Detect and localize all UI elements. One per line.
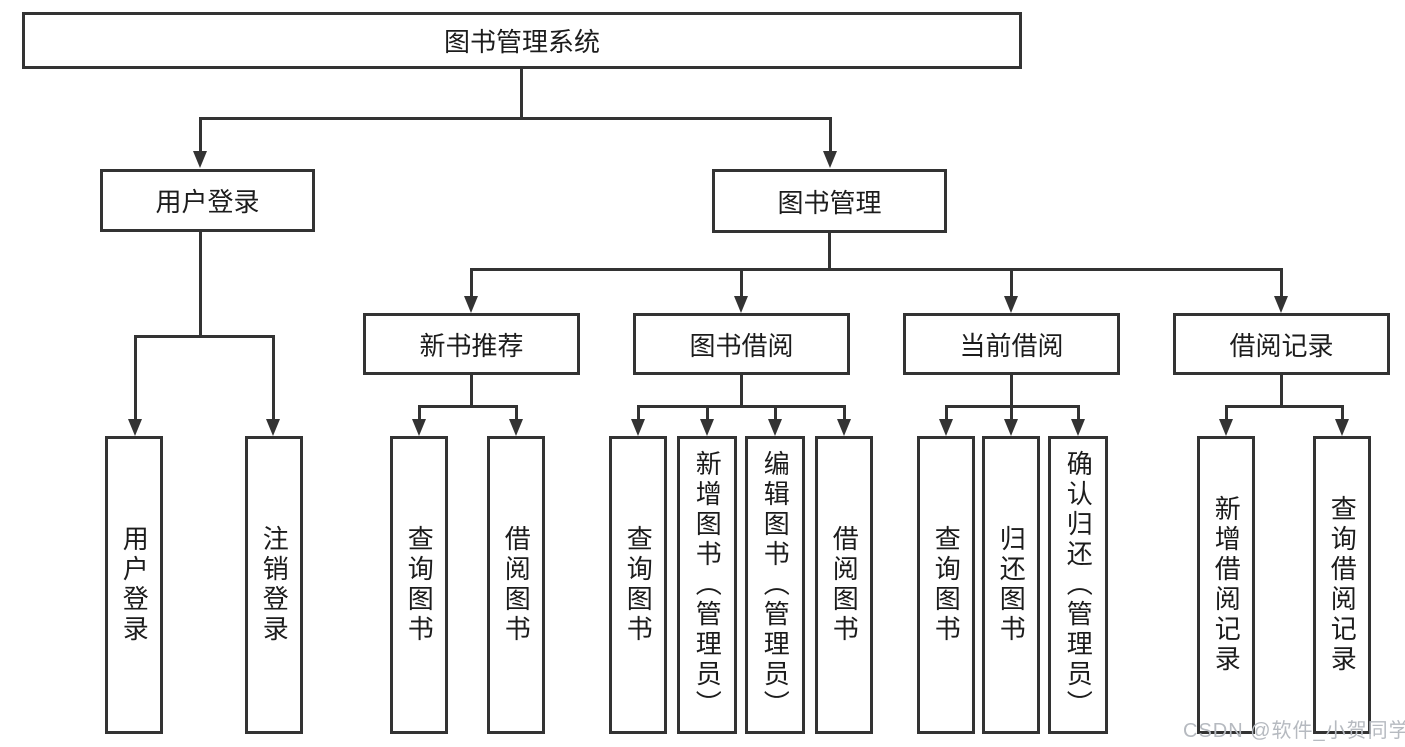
connector-vline [740, 268, 743, 298]
arrow-down-icon [193, 151, 207, 168]
leaf-return-books: 归还图书 [982, 436, 1040, 734]
connector-vline [945, 405, 948, 421]
leaf-query-borrow-record: 查询借阅记录 [1313, 436, 1371, 734]
leaf-user-login: 用户登录 [105, 436, 163, 734]
arrow-down-icon [1219, 419, 1233, 436]
connector-hline [1225, 405, 1343, 408]
connector-vline [1280, 268, 1283, 298]
leaf-query-books: 查询图书 [609, 436, 667, 734]
node-book-management: 图书管理 [712, 169, 947, 233]
connector-hline [637, 405, 845, 408]
connector-hline [418, 405, 517, 408]
arrow-down-icon [631, 419, 645, 436]
node-root: 图书管理系统 [22, 12, 1022, 69]
connector-vline [740, 375, 743, 408]
connector-vline [199, 232, 202, 338]
arrow-down-icon [1335, 419, 1349, 436]
leaf-label: 借阅图书 [829, 525, 860, 645]
connector-vline [1280, 375, 1283, 408]
connector-vline [1010, 405, 1013, 421]
arrow-down-icon [509, 419, 523, 436]
leaf-label: 归还图书 [996, 525, 1027, 645]
arrow-down-icon [837, 419, 851, 436]
arrow-down-icon [823, 151, 837, 168]
connector-vline [470, 268, 473, 298]
arrow-down-icon [1274, 296, 1288, 313]
arrow-down-icon [700, 419, 714, 436]
leaf-logout: 注销登录 [245, 436, 303, 734]
node-label: 图书借阅 [689, 330, 794, 361]
leaf-label: 注销登录 [259, 525, 290, 645]
leaf-label: 确认归还（管理员） [1063, 450, 1094, 720]
arrow-down-icon [1071, 419, 1085, 436]
leaf-confirm-return-admin: 确认归还（管理员） [1048, 436, 1108, 734]
leaf-label: 查询图书 [404, 525, 435, 645]
connector-vline [470, 375, 473, 408]
node-label: 新书推荐 [419, 330, 524, 361]
node-label: 图书管理系统 [443, 27, 600, 57]
node-borrow-records: 借阅记录 [1173, 313, 1390, 375]
leaf-label: 查询借阅记录 [1327, 495, 1358, 675]
node-book-borrow: 图书借阅 [633, 313, 850, 375]
connector-vline [829, 117, 832, 153]
connector-vline [828, 233, 831, 271]
leaf-edit-books-admin: 编辑图书（管理员） [745, 436, 805, 734]
arrow-down-icon [412, 419, 426, 436]
leaf-label: 借阅图书 [501, 525, 532, 645]
leaf-label: 编辑图书（管理员） [760, 450, 791, 720]
arrow-down-icon [1004, 296, 1018, 313]
connector-vline [199, 117, 202, 153]
arrow-down-icon [734, 296, 748, 313]
arrow-down-icon [464, 296, 478, 313]
connector-vline [1010, 268, 1013, 298]
leaf-label: 查询图书 [931, 525, 962, 645]
connector-vline [774, 405, 777, 421]
node-user-login: 用户登录 [100, 169, 315, 232]
arrow-down-icon [128, 419, 142, 436]
node-new-book-recommend: 新书推荐 [363, 313, 580, 375]
node-label: 图书管理 [777, 187, 882, 218]
leaf-add-borrow-record: 新增借阅记录 [1197, 436, 1255, 734]
connector-hline [199, 117, 832, 120]
connector-vline [1341, 405, 1344, 421]
connector-vline [843, 405, 846, 421]
connector-vline [1010, 375, 1013, 408]
connector-vline [515, 405, 518, 421]
connector-vline [637, 405, 640, 421]
connector-vline [706, 405, 709, 421]
node-label: 借阅记录 [1229, 330, 1334, 361]
node-label: 当前借阅 [959, 330, 1064, 361]
node-current-borrow: 当前借阅 [903, 313, 1120, 375]
node-label: 用户登录 [155, 187, 260, 217]
connector-hline [470, 268, 1282, 271]
arrow-down-icon [768, 419, 782, 436]
leaf-label: 新增借阅记录 [1211, 495, 1242, 675]
connector-vline [1077, 405, 1080, 421]
connector-vline [1225, 405, 1228, 421]
connector-vline [520, 69, 523, 119]
connector-vline [272, 335, 275, 421]
arrow-down-icon [1004, 419, 1018, 436]
leaf-borrow-books: 借阅图书 [815, 436, 873, 734]
leaf-query-books-recommend: 查询图书 [390, 436, 448, 734]
leaf-borrow-books-recommend: 借阅图书 [487, 436, 545, 734]
leaf-label: 用户登录 [119, 525, 150, 645]
leaf-query-books-current: 查询图书 [917, 436, 975, 734]
leaf-label: 查询图书 [623, 525, 654, 645]
connector-vline [134, 335, 137, 421]
leaf-label: 新增图书（管理员） [692, 450, 723, 720]
arrow-down-icon [939, 419, 953, 436]
leaf-add-books-admin: 新增图书（管理员） [677, 436, 737, 734]
connector-vline [418, 405, 421, 421]
arrow-down-icon [266, 419, 280, 436]
connector-hline [134, 335, 274, 338]
csdn-watermark: CSDN @软件_小贺同学 [1183, 720, 1405, 742]
